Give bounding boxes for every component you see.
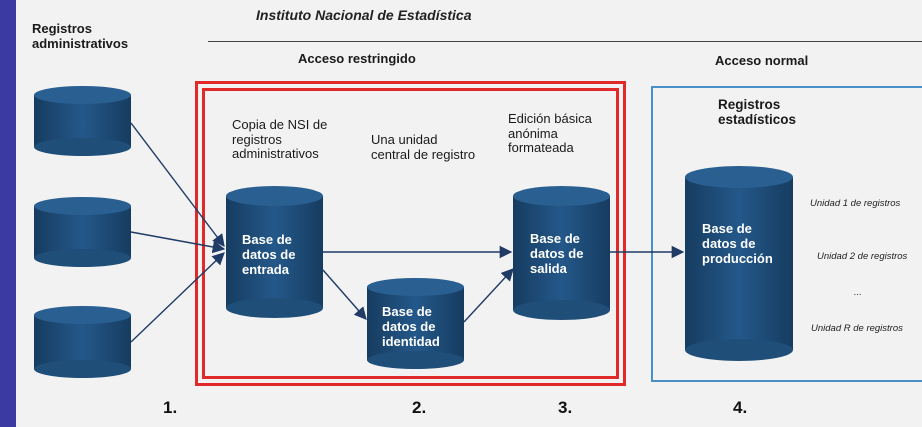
arrow-source2-to-input (130, 231, 226, 254)
admin-registers-heading: Registros administrativos (32, 21, 129, 51)
source-cylinder-1 (34, 86, 131, 156)
production-database-label: Base de datos de producción (702, 221, 773, 266)
unit-1-label: Unidad 1 de registros (810, 198, 901, 209)
arrow-identity-to-output (463, 268, 514, 323)
diagram-canvas: Instituto Nacional de Estadística Regist… (16, 0, 922, 427)
central-unit-label: Una unidad central de registro (371, 132, 476, 162)
identity-database-cylinder (367, 278, 464, 369)
institute-title: Instituto Nacional de Estadística (256, 7, 472, 23)
identity-database-label: Base de datos de identidad (382, 304, 440, 349)
normal-access-area (651, 86, 922, 382)
flow-arrows (130, 122, 685, 343)
header-divider (208, 41, 922, 42)
units-ellipsis: ... (854, 287, 862, 298)
output-database-label: Base de datos de salida (530, 231, 584, 276)
normal-access-heading: Acceso normal (715, 53, 809, 68)
arrow-source1-to-input (130, 122, 225, 248)
step-4: 4. (733, 398, 748, 417)
source-cylinder-3 (34, 306, 131, 378)
edition-label: Edición básica anónima formateada (508, 111, 592, 156)
source-cylinder-2 (34, 197, 131, 267)
copy-nsi-label: Copia de NSI de registros administrativo… (232, 117, 328, 162)
restricted-access-heading: Acceso restringido (298, 51, 416, 66)
arrow-source3-to-input (130, 252, 225, 343)
output-database-cylinder (513, 186, 610, 320)
production-database-cylinder (685, 166, 793, 361)
restricted-access-area-outer (195, 81, 626, 386)
unit-r-label: Unidad R de registros (811, 323, 903, 334)
input-database-cylinder (226, 186, 323, 318)
stat-registers-heading: Registros estadísticos (718, 97, 797, 128)
step-2: 2. (412, 398, 427, 417)
step-1: 1. (163, 398, 178, 417)
diagram-graphics (34, 86, 793, 378)
unit-2-label: Unidad 2 de registros (817, 251, 908, 262)
input-database-label: Base de datos de entrada (242, 232, 296, 277)
restricted-access-area-inner (202, 88, 619, 379)
step-3: 3. (558, 398, 573, 417)
arrow-input-to-identity (322, 269, 367, 320)
